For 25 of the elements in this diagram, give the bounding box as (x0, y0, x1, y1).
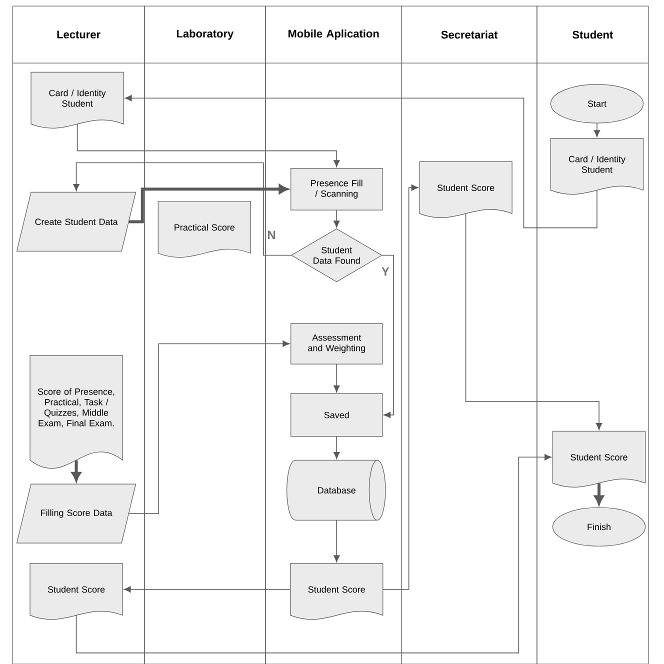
arrow (594, 483, 604, 505)
edge-label: N (266, 230, 277, 240)
arrow (128, 184, 288, 224)
arrow (73, 162, 292, 256)
arrow (76, 124, 340, 168)
arrow (334, 520, 340, 562)
process-box: Presence Fill / Scanning (290, 168, 383, 210)
arrow (124, 586, 291, 592)
data-parallelogram: Create Student Data (16, 192, 136, 252)
arrow (334, 364, 340, 392)
arrow (382, 184, 418, 590)
arrow (334, 210, 340, 228)
database-cylinder: Database (286, 460, 386, 520)
data-parallelogram: Filling Score Data (16, 484, 136, 544)
arrow (128, 340, 290, 514)
arrow (465, 213, 602, 430)
arrow (382, 254, 394, 418)
arrow (334, 436, 340, 459)
process-box: Saved (290, 393, 383, 437)
edge-label: Y (380, 266, 390, 277)
arrow (124, 95, 598, 228)
process-box: Assessment and Weighting (290, 323, 383, 364)
arrow (76, 454, 552, 654)
arrow (72, 460, 82, 482)
arrow (594, 122, 600, 138)
